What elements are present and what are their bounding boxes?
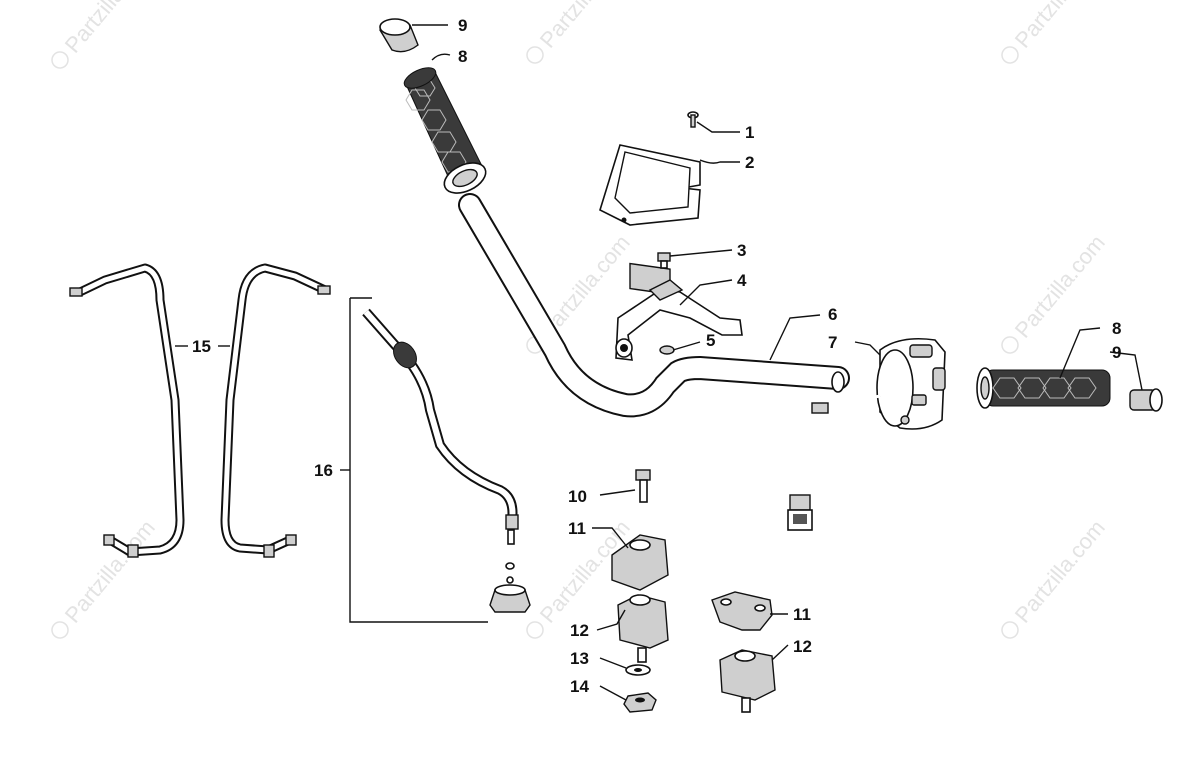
watermark: Partzilla.com — [1001, 0, 1110, 64]
mounting-bracket — [615, 279, 743, 361]
watermark: Partzilla.com — [51, 0, 160, 69]
watermark: Partzilla.com — [526, 0, 635, 64]
watermark: Partzilla.com — [1001, 515, 1110, 639]
left-end-cap — [379, 18, 419, 53]
leader-lines — [175, 24, 1143, 701]
svg-text:Partzilla.com: Partzilla.com — [535, 0, 635, 53]
throttle-cable — [349, 297, 531, 623]
upper-clamp-right — [711, 591, 773, 631]
callout-16: 16 — [314, 461, 333, 480]
svg-text:Partzilla.com: Partzilla.com — [1010, 230, 1110, 343]
callout-1: 1 — [745, 123, 754, 142]
watermark: Partzilla.com — [51, 515, 160, 639]
callout-9: 9 — [1112, 343, 1121, 362]
left-hand-cable — [69, 263, 185, 558]
display-housing — [599, 144, 701, 295]
left-grip — [403, 67, 487, 194]
watermark: Partzilla.com — [1001, 230, 1110, 354]
callout-12: 12 — [570, 621, 589, 640]
callout-11: 11 — [568, 519, 586, 538]
callout-12: 12 — [793, 637, 812, 656]
callout-7: 7 — [828, 333, 837, 352]
svg-text:Partzilla.com: Partzilla.com — [1010, 515, 1110, 628]
callout-8: 8 — [1112, 319, 1121, 338]
svg-text:Partzilla.com: Partzilla.com — [60, 515, 160, 628]
lower-clamp-right — [719, 649, 776, 713]
right-grip — [976, 367, 1111, 409]
callout-9: 9 — [458, 16, 467, 35]
handlebar-tube — [458, 193, 850, 418]
watermark-layer: Partzilla.com Partzilla.com Partzilla.co… — [51, 0, 1110, 639]
washer — [625, 664, 651, 676]
switch-harness — [787, 394, 881, 531]
callout-6: 6 — [828, 305, 837, 324]
callout-5: 5 — [706, 331, 715, 350]
svg-text:Partzilla.com: Partzilla.com — [60, 0, 160, 58]
lower-clamp-left — [617, 594, 669, 663]
callout-15: 15 — [192, 337, 211, 356]
svg-text:Partzilla.com: Partzilla.com — [1010, 0, 1110, 53]
callout-3: 3 — [737, 241, 746, 260]
clamp-bolt — [635, 469, 651, 503]
nut — [623, 692, 657, 713]
bracket-nut — [659, 345, 675, 355]
callout-2: 2 — [745, 153, 754, 172]
callout-10: 10 — [568, 487, 587, 506]
callout-11: 11 — [793, 605, 811, 624]
right-end-cap — [1129, 388, 1163, 412]
switch-housing — [876, 337, 946, 430]
right-hand-cable — [220, 263, 331, 558]
bracket-bolt — [657, 252, 671, 269]
callout-labels: 9 8 1 2 3 4 5 6 7 8 9 10 11 12 11 12 13 … — [192, 16, 1121, 696]
upper-clamp-left — [611, 534, 669, 591]
callout-4: 4 — [737, 271, 747, 290]
callout-13: 13 — [570, 649, 589, 668]
callout-14: 14 — [570, 677, 589, 696]
callout-8: 8 — [458, 47, 467, 66]
housing-screw — [687, 111, 699, 128]
